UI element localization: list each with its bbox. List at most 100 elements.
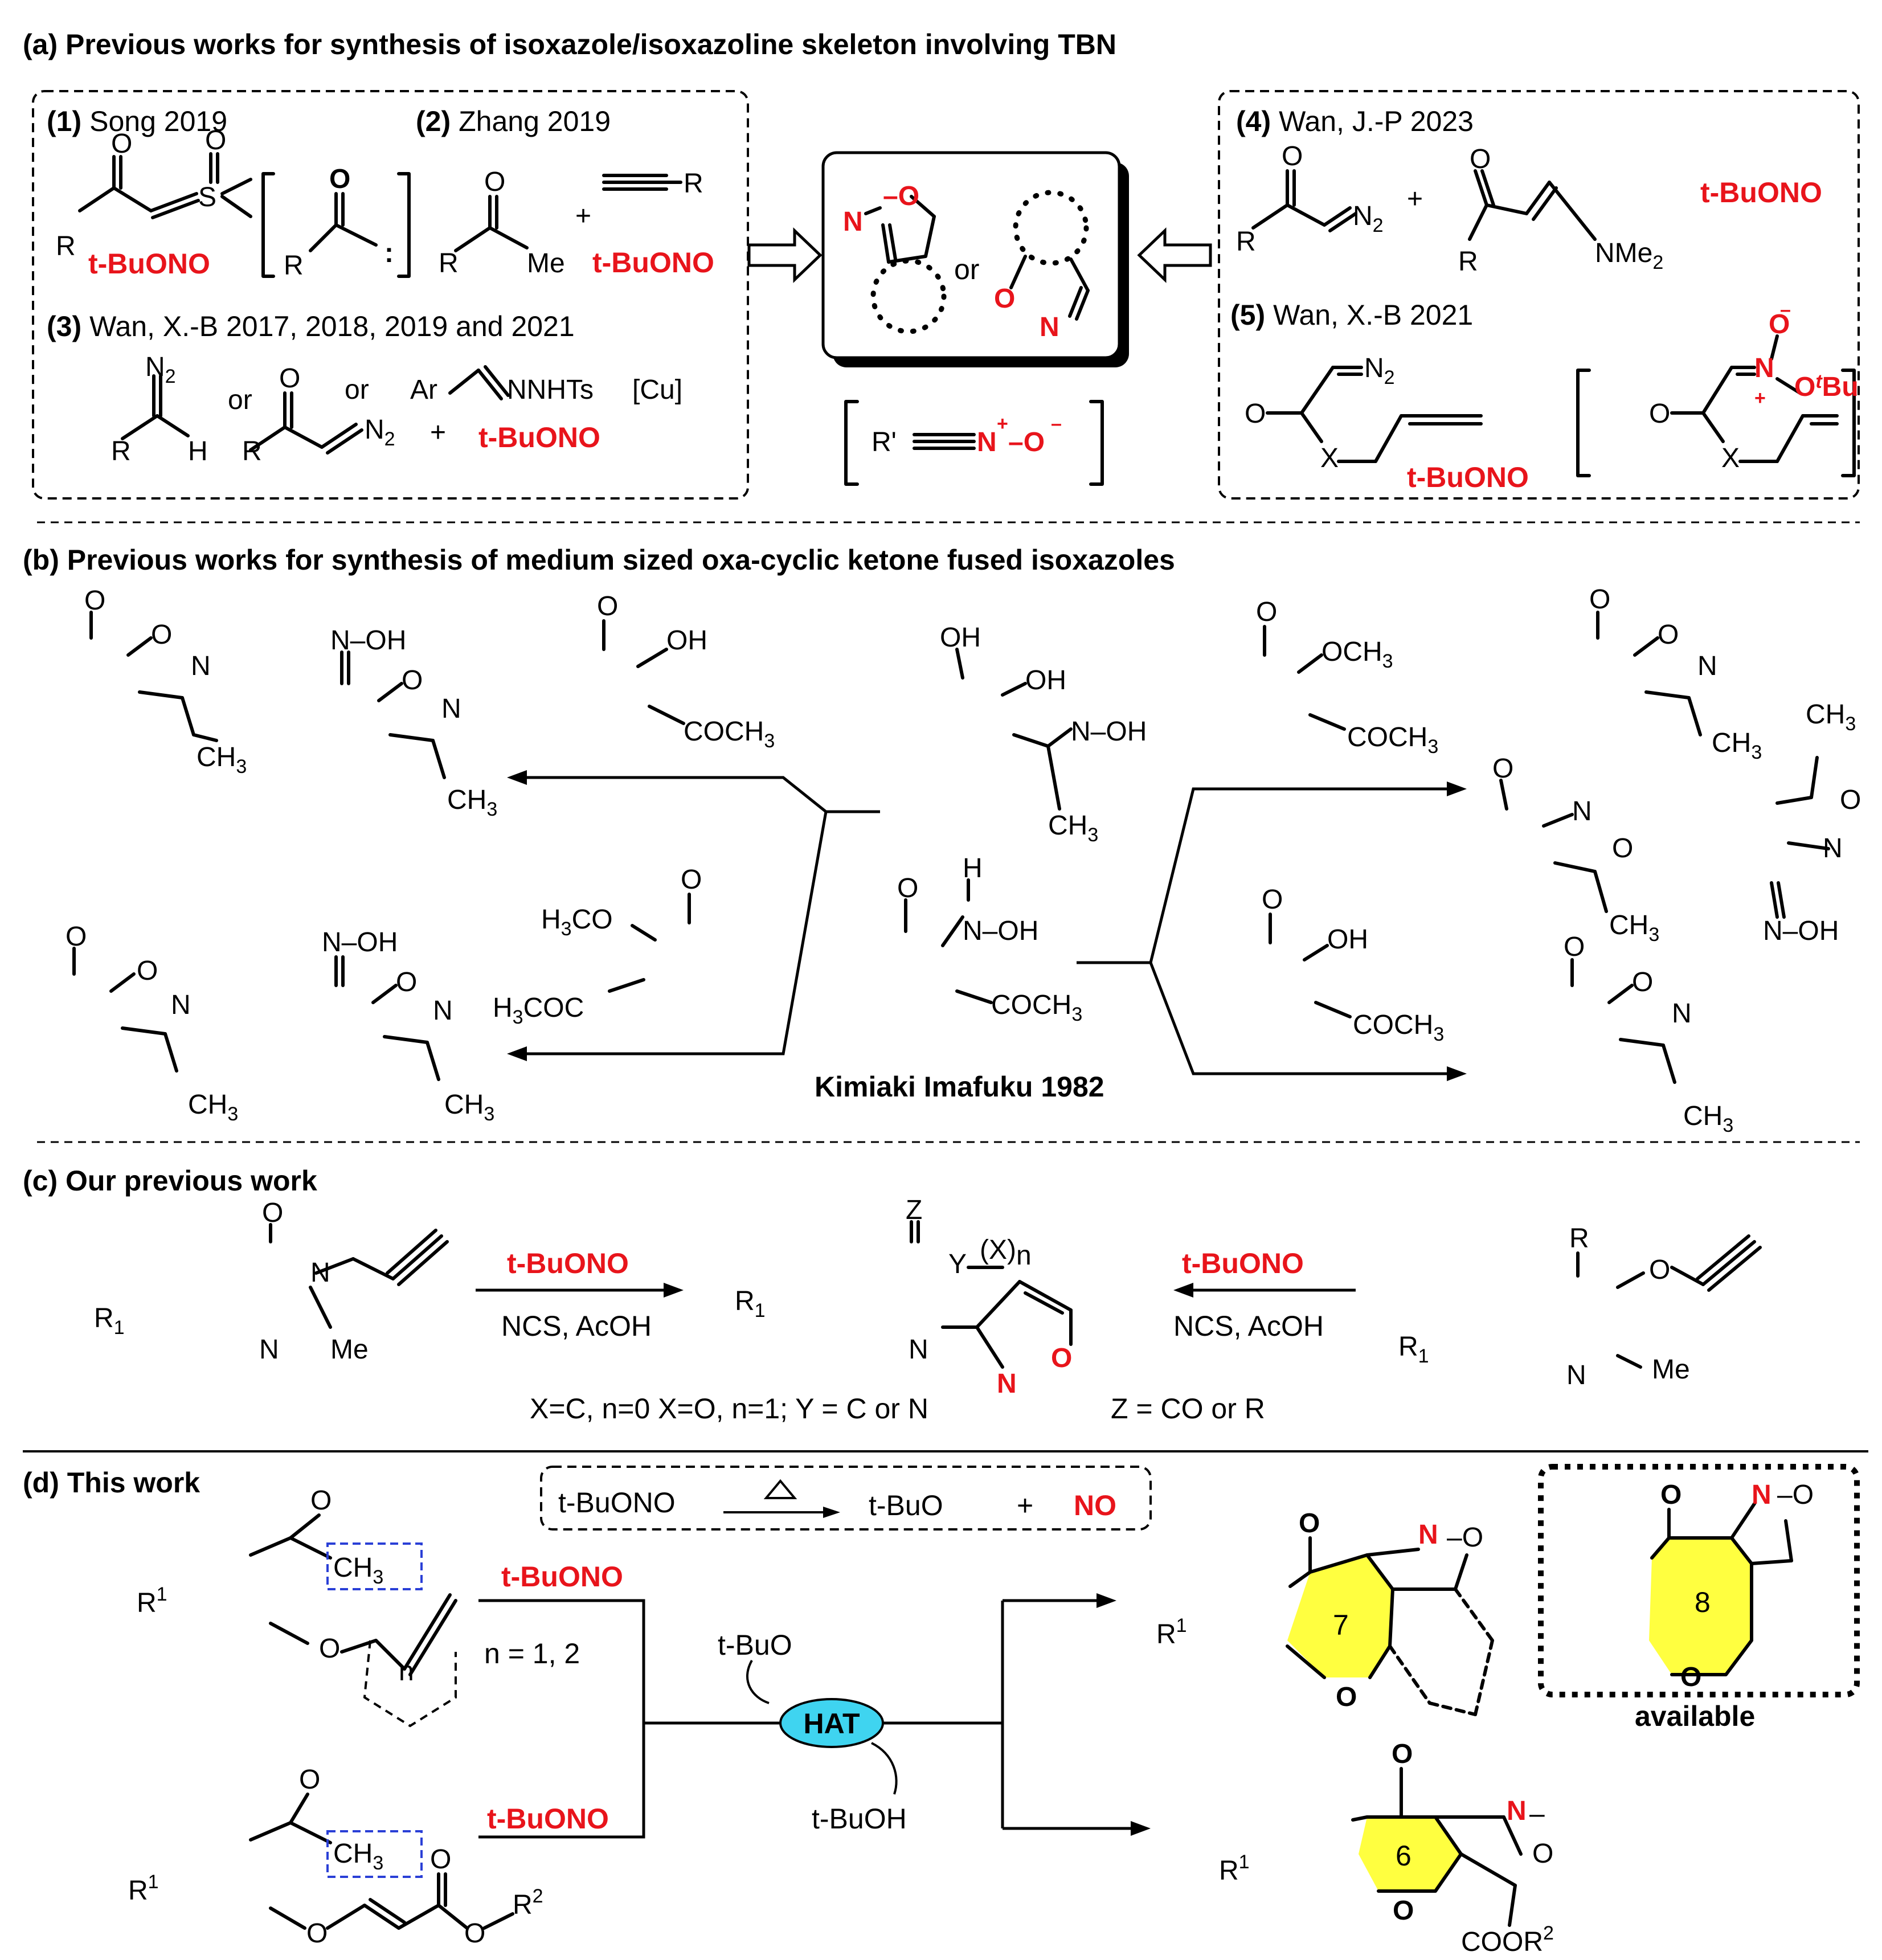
ring7-highlight	[1287, 1555, 1393, 1677]
svg-text:n: n	[399, 1656, 414, 1687]
section-c-title: (c) Our previous work	[23, 1165, 317, 1197]
svg-text:OH: OH	[1327, 924, 1368, 955]
substituent-note: X=C, n=0 X=O, n=1; Y = C or N	[530, 1393, 928, 1425]
svg-text:N: N	[310, 1258, 330, 1288]
svg-text:R1: R1	[1156, 1615, 1187, 1650]
ring6-label: 6	[1396, 1840, 1412, 1872]
svg-text:R: R	[1569, 1224, 1589, 1254]
or-label-2: or	[345, 375, 369, 405]
block-arrow-right	[1137, 227, 1212, 283]
svg-text:O: O	[1589, 584, 1610, 615]
methyl-highlight-box-2	[326, 1830, 423, 1878]
svg-text:N: N	[1823, 833, 1843, 864]
ring7-label: 7	[1333, 1609, 1349, 1641]
svg-text:N2: N2	[365, 415, 395, 450]
svg-text:R: R	[1458, 247, 1478, 277]
svg-text:–O: –O	[1777, 1480, 1814, 1510]
coch3-label-3: COCH	[1347, 722, 1427, 752]
svg-text:O: O	[1393, 1896, 1414, 1926]
svg-text:CH3: CH3	[447, 785, 497, 820]
work3-number: (3)	[47, 310, 81, 342]
ch3-label-2: CH	[447, 785, 486, 815]
aryl-ketone-acrylate-substrate	[249, 1793, 514, 1930]
svg-text:CH3: CH3	[197, 742, 247, 778]
svg-text:R1: R1	[1219, 1851, 1250, 1886]
och3-label: OCH	[1322, 637, 1382, 667]
ch3-label-9: CH	[1683, 1101, 1723, 1131]
ch3-label-6: CH	[1712, 728, 1751, 758]
or-label-1: or	[228, 385, 252, 415]
convergence-bracket	[478, 1599, 645, 1839]
svg-text:R: R	[1236, 227, 1256, 257]
cu-catalyst-label: [Cu]	[632, 375, 682, 405]
svg-text:–O: –O	[1447, 1523, 1483, 1553]
tbuono-label-2: t-BuONO	[592, 247, 714, 279]
svg-text:CH3: CH3	[1609, 910, 1659, 946]
svg-text:O: O	[1282, 141, 1303, 171]
svg-text:O: O	[1680, 1662, 1701, 1692]
dotted-ring-2	[1013, 190, 1089, 266]
svg-text:O: O	[1256, 597, 1277, 627]
conditions-label-1: NCS, AcOH	[501, 1310, 652, 1342]
methyl-highlight-box-1	[326, 1542, 423, 1590]
svg-text:(X)n: (X)n	[980, 1235, 1032, 1271]
right-branch-arrows	[1077, 781, 1467, 1081]
tropone-oxime-isoxazole-3	[1770, 756, 1830, 919]
conditions-label-2: NCS, AcOH	[1173, 1310, 1324, 1342]
svg-text:(4)Wan, J.-P 2023: (4)Wan, J.-P 2023	[1236, 105, 1474, 137]
svg-text:R: R	[242, 436, 262, 467]
svg-text:N: N	[191, 651, 211, 681]
svg-text:N–OH: N–OH	[1763, 916, 1839, 946]
tbuono-label-1: t-BuONO	[88, 248, 210, 280]
product-seven-ring	[1286, 1536, 1494, 1716]
svg-text:O: O	[111, 129, 132, 159]
svg-text:COCH3: COCH3	[684, 717, 775, 752]
coch3-label-1: COCH	[684, 717, 764, 747]
svg-text:COCH3: COCH3	[1353, 1010, 1444, 1045]
svg-text:+: +	[1754, 387, 1766, 409]
svg-text:Me: Me	[527, 248, 565, 279]
left-branch-arrows	[507, 770, 880, 1061]
svg-text:OCH3: OCH3	[1322, 637, 1393, 672]
isoxazoline-core-2	[1009, 255, 1090, 321]
svg-text:(1)Song 2019: (1)Song 2019	[47, 105, 227, 137]
svg-text:N: N	[441, 694, 461, 724]
hat-label: HAT	[803, 1708, 860, 1740]
available-box	[1538, 1464, 1860, 1697]
tropone-isoxazole-3	[1596, 611, 1702, 736]
svg-text:O: O	[1336, 1682, 1357, 1712]
tbuono-label-4: t-BuONO	[1700, 177, 1822, 208]
svg-text:CH3: CH3	[1712, 728, 1762, 763]
box-a-right	[1218, 90, 1860, 500]
svg-text:O: O	[151, 620, 172, 650]
work5-number: (5)	[1230, 299, 1265, 331]
coch3-label-4: COCH	[1353, 1010, 1433, 1040]
svg-text:Me: Me	[330, 1335, 369, 1365]
svg-text:Y: Y	[948, 1249, 967, 1279]
svg-text:CH3: CH3	[333, 1553, 383, 1588]
svg-text:N2: N2	[1353, 201, 1384, 236]
svg-text:N: N	[171, 990, 191, 1020]
svg-text:N: N	[977, 427, 997, 457]
oxime-label-1: N–OH	[330, 625, 406, 656]
svg-text:CH3: CH3	[1048, 811, 1098, 846]
svg-text:N: N	[1752, 1480, 1771, 1510]
svg-text:R1: R1	[735, 1286, 766, 1321]
diazo-precursors	[121, 365, 510, 455]
block-arrow-left	[747, 227, 823, 283]
svg-text:(2)Zhang 2019: (2)Zhang 2019	[416, 105, 611, 137]
tbuono-label-5: t-BuONO	[1407, 461, 1529, 493]
diazo-allyl-substrate	[1266, 366, 1483, 463]
svg-text:(3)Wan, X.-B 2017, 2018, 2019: (3)Wan, X.-B 2017, 2018, 2019 and 2021	[47, 310, 575, 342]
work4-ref: Wan, J.-P 2023	[1279, 105, 1474, 137]
svg-text:S: S	[198, 182, 216, 212]
svg-text:N: N	[1507, 1796, 1527, 1826]
svg-text:O: O	[1840, 785, 1861, 815]
svg-text:R1: R1	[94, 1303, 125, 1339]
or-label-center: or	[954, 253, 979, 285]
tropone-oxime-isoxazole-2	[334, 955, 440, 1081]
tbuo-radical-label-2: t-BuO	[718, 1629, 792, 1661]
tropone-isoxazole-1	[89, 611, 218, 742]
diazoketone-enaminone	[1251, 169, 1597, 241]
